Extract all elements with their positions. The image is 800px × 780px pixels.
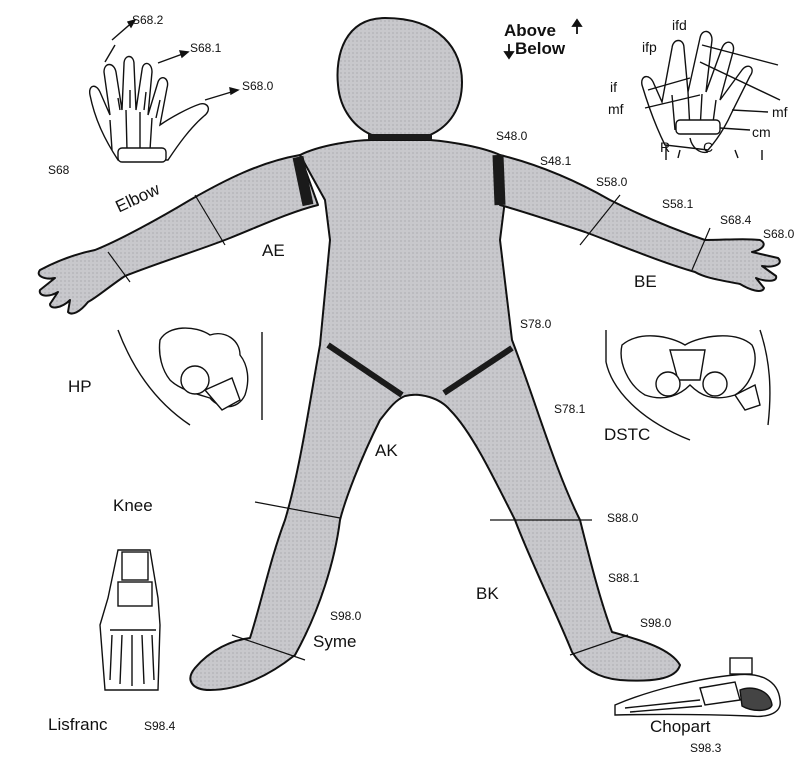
label-be: BE [634, 273, 657, 290]
label-ak: AK [375, 442, 398, 459]
hand-label-mf-right: mf [772, 105, 788, 119]
head [338, 18, 462, 145]
label-s68: S68 [48, 164, 69, 176]
label-chopart: Chopart [650, 718, 710, 735]
hand-label-ifp: ifp [642, 40, 657, 54]
label-s88-1: S88.1 [608, 572, 639, 584]
label-bk: BK [476, 585, 499, 602]
label-s98-0-right: S98.0 [640, 617, 671, 629]
label-s68-4: S68.4 [720, 214, 751, 226]
hand-label-mf: mf [608, 102, 624, 116]
hand-label-if: if [610, 80, 617, 94]
label-s68-1: S68.1 [190, 42, 221, 54]
label-dstc: DSTC [604, 426, 650, 443]
label-lisfranc: Lisfranc [48, 716, 108, 733]
label-ae: AE [262, 242, 285, 259]
hand-label-ifd: ifd [672, 18, 687, 32]
legend-below-label: Below [515, 40, 565, 57]
label-s98-4: S98.4 [144, 720, 175, 732]
right-shoulder-band [498, 155, 500, 205]
hand-label-cm: cm [752, 125, 771, 139]
label-s68-2: S68.2 [132, 14, 163, 26]
pelvis-sketch-right [606, 330, 770, 440]
label-s68-0: S68.0 [242, 80, 273, 92]
label-hp: HP [68, 378, 92, 395]
left-arm [39, 155, 318, 314]
label-s58-1: S58.1 [662, 198, 693, 210]
hand-label-r: R [660, 140, 670, 154]
hand-label-c: C [703, 140, 713, 154]
label-s98-3: S98.3 [690, 742, 721, 754]
label-s58-0: S58.0 [596, 176, 627, 188]
label-s78-1: S78.1 [554, 403, 585, 415]
label-s88-0: S88.0 [607, 512, 638, 524]
label-s48-0: S48.0 [496, 130, 527, 142]
label-s78-0: S78.0 [520, 318, 551, 330]
hip-sketch-left [118, 328, 262, 425]
label-s98-0-left: S98.0 [330, 610, 361, 622]
foot-skeleton-sketch [100, 550, 160, 690]
label-knee: Knee [113, 497, 153, 514]
legend-above-label: Above [504, 22, 556, 39]
label-s48-1: S48.1 [540, 155, 571, 167]
label-syme: Syme [313, 633, 356, 650]
label-s68-0-right: S68.0 [763, 228, 794, 240]
